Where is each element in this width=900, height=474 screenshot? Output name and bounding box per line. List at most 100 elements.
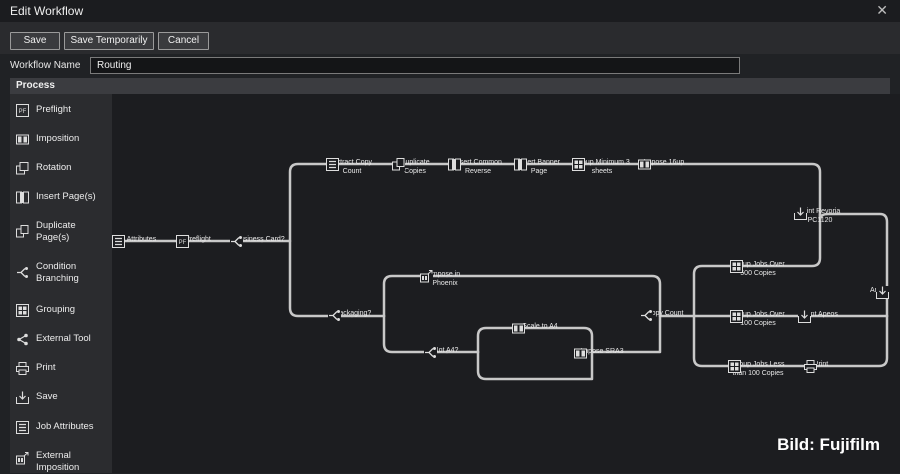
node-impose-sra3[interactable]: Impose SRA3 [574,347,630,359]
node-label: Packaging? [334,310,372,317]
process-header-label: Process [16,80,55,91]
window-title: Edit Workflow [10,4,84,18]
sidebar-item-condition-branching[interactable]: Condition Branching [10,260,112,288]
sidebar-item-external-tool[interactable]: External Tool [10,331,112,351]
grouping-icon [730,310,743,323]
sidebar-item-label: External Imposition [36,450,80,473]
branch-icon [328,309,341,322]
image-credit: Bild: Fujifilm [777,435,880,454]
preflight-icon: PF [16,104,29,117]
save-icon [16,391,29,404]
node-preflight[interactable]: PF Preflight [176,235,220,248]
list-icon [112,235,125,248]
grouping-icon [572,158,585,171]
node-label: Print Apeos [802,311,838,318]
sidebar-item-insert-pages[interactable]: Insert Page(s) [10,189,112,209]
node-label: Group Jobs Less than 100 Copies [731,361,785,377]
sidebar-item-print[interactable]: Print [10,360,112,380]
node-label: Scale to A4 [522,323,558,330]
node-label: Print [813,361,829,368]
node-label: Not A4? [433,347,459,354]
workflow-canvas[interactable]: Job Attributes PF Preflight Business Car… [112,94,900,473]
grouping-icon [730,260,743,273]
node-label: Insert Common Reverse [454,159,502,175]
workflow-name-label: Workflow Name [10,60,81,71]
title-bar: Edit Workflow ✕ [0,0,900,22]
sidebar-item-label: Print [36,362,56,373]
node-label: Group Jobs Over 100 Copies [731,311,785,327]
save-temporarily-button[interactable]: Save Temporarily [64,32,154,50]
save-button[interactable]: Save [10,32,60,50]
node-not-a4[interactable]: Not A4? [424,346,468,359]
node-insert-banner-page[interactable]: Insert Banner Page [514,158,564,176]
node-scale-a4[interactable]: Scale to A4 [512,322,568,334]
sidebar-item-label: Job Attributes [36,421,94,432]
save-icon [794,207,807,220]
node-label: Preflight [185,236,211,243]
node-copy-count[interactable]: Copy Count [640,309,690,322]
save-icon [798,310,811,323]
node-print[interactable]: Print [804,360,838,373]
sidebar-item-label: Preflight [36,104,71,115]
node-group-less-100[interactable]: Group Jobs Less than 100 Copies [728,360,788,378]
imposition-icon [638,159,651,170]
svg-text:PF: PF [179,240,187,246]
node-label: Impose 16up [643,159,685,166]
node-print-apeos[interactable]: Print Apeos [798,310,842,323]
process-header: Process [10,78,890,94]
sidebar-item-job-attributes[interactable]: Job Attributes [10,419,112,439]
sidebar-item-label: External Tool [36,333,91,344]
node-insert-common-reverse[interactable]: Insert Common Reverse [448,158,508,176]
sidebar-item-rotation[interactable]: Rotation [10,160,112,180]
cancel-button[interactable]: Cancel [158,32,209,50]
insert-pages-icon [514,158,527,171]
branch-icon [17,267,28,278]
node-label: Copy Count [646,310,684,317]
duplicate-pages-icon [16,225,29,238]
node-label: Impose SRA3 [580,348,624,355]
sidebar-item-grouping[interactable]: Grouping [10,302,112,322]
imposition-icon [574,348,587,359]
branch-icon [230,235,243,248]
duplicate-pages-icon [392,158,405,171]
sidebar-item-preflight[interactable]: PF Preflight [10,102,112,122]
external-imposition-icon [16,452,29,465]
grouping-icon [728,360,741,373]
insert-pages-icon [448,158,461,171]
node-duplicate-copies[interactable]: Duplicate Copies [392,158,438,176]
toolbar: Save Save Temporarily Cancel [0,22,900,54]
sidebar-item-label: Condition Branching [36,261,79,284]
node-archive[interactable]: Archi [870,286,900,299]
sidebar-item-label: Save [36,391,58,402]
node-impose-phoenix[interactable]: Impose in Phoenix [420,270,470,288]
node-business-card[interactable]: Business Card? [230,235,290,248]
node-group-over-100[interactable]: Group Jobs Over 100 Copies [730,310,786,328]
sidebar-item-imposition[interactable]: Imposition [10,131,112,151]
sidebar-item-external-imposition[interactable]: External Imposition [10,448,112,473]
grouping-icon [16,304,29,317]
svg-text:PF: PF [19,109,27,115]
node-impose-16up[interactable]: Impose 16up [638,158,690,170]
rotation-icon [16,162,29,175]
node-label: Business Card? [235,236,285,243]
process-sidebar: PF Preflight Imposition Rotation Insert … [10,94,112,473]
printer-icon [16,362,29,375]
node-extract-copy-count[interactable]: Extract Copy Count [326,158,378,176]
list-icon [16,421,29,434]
save-icon [876,286,889,299]
sidebar-item-label: Duplicate Page(s) [36,220,76,243]
node-group-minimum[interactable]: Group Minimum 3 sheets [572,158,632,176]
node-label: Group Minimum 3 sheets [574,159,630,175]
node-group-over-500[interactable]: Group Jobs Over 500 Copies [730,260,786,278]
node-job-attributes[interactable]: Job Attributes [112,235,158,248]
node-label: Extract Copy Count [331,159,373,175]
node-print-revoria[interactable]: Print Revoria PC1120 [794,207,846,225]
preflight-icon: PF [176,235,189,248]
imposition-icon [16,134,29,145]
close-icon[interactable]: ✕ [876,2,888,18]
workflow-name-input[interactable] [90,57,740,74]
node-packaging[interactable]: Packaging? [328,309,378,322]
sidebar-item-save[interactable]: Save [10,389,112,409]
external-imposition-icon [420,270,433,283]
sidebar-item-duplicate-pages[interactable]: Duplicate Page(s) [10,219,112,247]
